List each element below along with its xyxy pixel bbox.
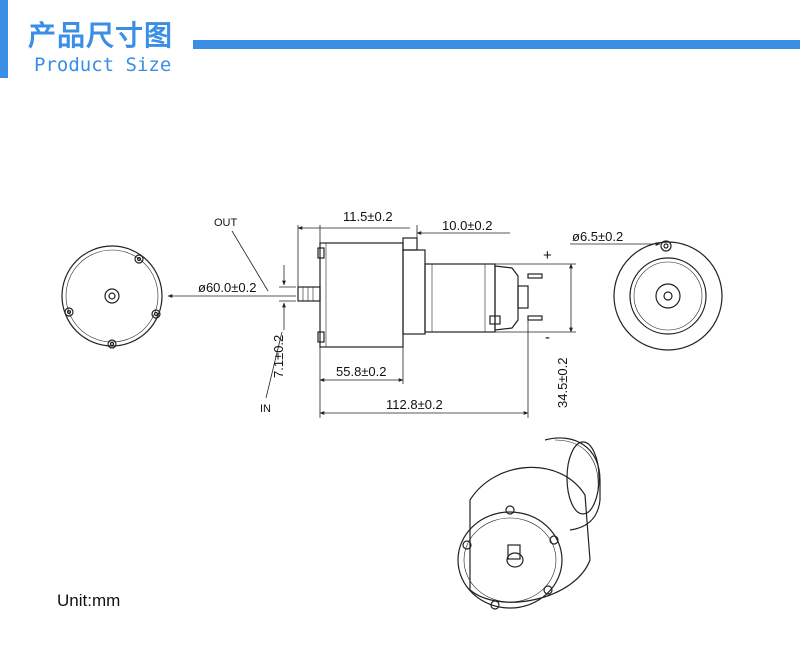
motor-back-view [613, 240, 723, 351]
header-accent-bar [0, 0, 8, 78]
out-label: OUT [214, 217, 238, 229]
motor-diameter-dimension: 34.5±0.2 [555, 357, 570, 408]
motor-3d-view [457, 437, 601, 610]
body-length-dimension: 55.8±0.2 [336, 364, 387, 379]
mid-length-dimension: 10.0±0.2 [442, 218, 493, 233]
unit-label: Unit:mm [57, 591, 121, 610]
header-rule [193, 40, 800, 49]
total-length-dimension: 112.8±0.2 [386, 397, 443, 412]
hole-dimension: ø6.5±0.2 [572, 229, 623, 244]
gear-length-dimension: 11.5±0.2 [343, 209, 393, 224]
plus-label: + [543, 247, 552, 264]
diameter-dimension: ø60.0±0.2 [198, 280, 256, 295]
page-subtitle: Product Size [34, 54, 172, 76]
page-title: 产品尺寸图 [28, 19, 174, 52]
motor-side-view [297, 237, 543, 348]
dimension-lines [167, 225, 661, 418]
minus-label: - [545, 329, 550, 346]
gearbox-front-view [61, 245, 163, 349]
shaft-dimension: 7.1±0.2 [271, 335, 286, 378]
in-label: IN [260, 403, 271, 415]
